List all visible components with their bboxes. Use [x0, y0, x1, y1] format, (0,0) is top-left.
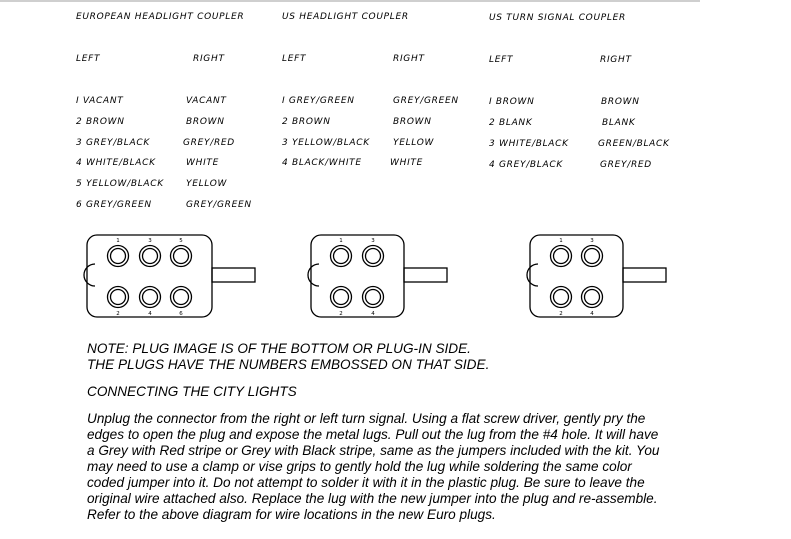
- left-pin-1: I BROWN: [489, 97, 535, 107]
- top-divider: [0, 0, 700, 2]
- plug-key-notch: [83, 263, 96, 287]
- left-pin-3: 3 GREY/BLACK: [76, 138, 150, 148]
- right-pin-3: GREEN/BLACK: [598, 139, 670, 149]
- plug-key-notch: [526, 263, 539, 287]
- pin-number: 3: [148, 238, 152, 244]
- pin-number: 2: [559, 311, 563, 317]
- section-heading: CONNECTING THE CITY LIGHTS: [87, 384, 297, 399]
- plug-body: [310, 234, 405, 318]
- pin-number: 4: [371, 311, 375, 317]
- right-pin-2: BROWN: [393, 117, 432, 127]
- plug-tab: [211, 267, 256, 283]
- instruction-line: may need to use a clamp or vise grips to…: [87, 459, 632, 474]
- right-pin-1: GREY/GREEN: [393, 96, 459, 106]
- right-pin-2: BLANK: [602, 118, 636, 128]
- right-header: RIGHT: [193, 54, 225, 64]
- right-pin-6: GREY/GREEN: [186, 200, 252, 210]
- left-pin-4: 4 BLACK/WHITE: [282, 158, 362, 168]
- right-pin-3: GREY/RED: [183, 138, 235, 148]
- pin-number: 6: [179, 311, 183, 317]
- pin-number: 1: [339, 238, 343, 244]
- right-header: RIGHT: [600, 55, 632, 65]
- pin-holes: [329, 244, 385, 309]
- pin-number: 4: [590, 311, 594, 317]
- left-pin-2: 2 BROWN: [76, 117, 125, 127]
- left-header: LEFT: [489, 55, 514, 65]
- instruction-line: Refer to the above diagram for wire loca…: [87, 507, 496, 522]
- coupler-title: EUROPEAN HEADLIGHT COUPLER: [76, 12, 245, 22]
- left-pin-6: 6 GREY/GREEN: [76, 200, 152, 210]
- left-pin-3: 3 YELLOW/BLACK: [282, 138, 370, 148]
- right-pin-5: YELLOW: [186, 179, 228, 189]
- us-headlight-plug-diagram: 1 3 2 4: [307, 234, 448, 318]
- left-pin-4: 4 WHITE/BLACK: [76, 158, 156, 168]
- instruction-line: original wire attached also. Replace the…: [87, 491, 658, 506]
- note-line: NOTE: PLUG IMAGE IS OF THE BOTTOM OR PLU…: [87, 341, 471, 356]
- left-pin-4: 4 GREY/BLACK: [489, 160, 563, 170]
- pin-holes: [549, 244, 604, 309]
- left-pin-5: 5 YELLOW/BLACK: [76, 179, 164, 189]
- right-pin-3: YELLOW: [393, 138, 435, 148]
- left-pin-2: 2 BROWN: [282, 117, 331, 127]
- us-turn-signal-plug-diagram: 1 3 2 4: [526, 234, 667, 318]
- plug-body: [86, 234, 213, 318]
- left-pin-2: 2 BLANK: [489, 118, 533, 128]
- pin-number: 5: [179, 238, 183, 244]
- instruction-line: a Grey with Red stripe or Grey with Blac…: [87, 443, 660, 458]
- pin-number: 4: [148, 311, 152, 317]
- left-header: LEFT: [76, 54, 101, 64]
- plug-body: [529, 234, 624, 318]
- right-pin-4: WHITE: [390, 158, 424, 168]
- pin-number: 2: [116, 311, 120, 317]
- pin-number: 1: [559, 238, 563, 244]
- note-line: THE PLUGS HAVE THE NUMBERS EMBOSSED ON T…: [87, 357, 490, 372]
- right-pin-4: WHITE: [186, 158, 220, 168]
- plug-tab: [403, 267, 448, 283]
- instruction-line: edges to open the plug and expose the me…: [87, 427, 659, 442]
- left-pin-1: I VACANT: [76, 96, 124, 106]
- right-pin-1: BROWN: [601, 97, 640, 107]
- pin-number: 3: [590, 238, 594, 244]
- instruction-line: coded jumper into it. Do not attempt to …: [87, 475, 645, 490]
- left-pin-3: 3 WHITE/BLACK: [489, 139, 569, 149]
- right-header: RIGHT: [393, 54, 425, 64]
- right-pin-4: GREY/RED: [600, 160, 652, 170]
- right-pin-2: BROWN: [186, 117, 225, 127]
- coupler-title: US TURN SIGNAL COUPLER: [489, 13, 626, 23]
- pin-holes: [106, 244, 193, 309]
- plug-tab: [622, 267, 667, 283]
- instruction-line: Unplug the connector from the right or l…: [87, 411, 646, 426]
- left-header: LEFT: [282, 54, 307, 64]
- plug-key-notch: [307, 263, 320, 287]
- right-pin-1: VACANT: [186, 96, 227, 106]
- pin-number: 2: [339, 311, 343, 317]
- coupler-title: US HEADLIGHT COUPLER: [282, 12, 409, 22]
- left-pin-1: I GREY/GREEN: [282, 96, 355, 106]
- european-plug-diagram: 1 3 5 2 4 6: [83, 234, 256, 318]
- pin-number: 3: [371, 238, 375, 244]
- pin-number: 1: [116, 238, 120, 244]
